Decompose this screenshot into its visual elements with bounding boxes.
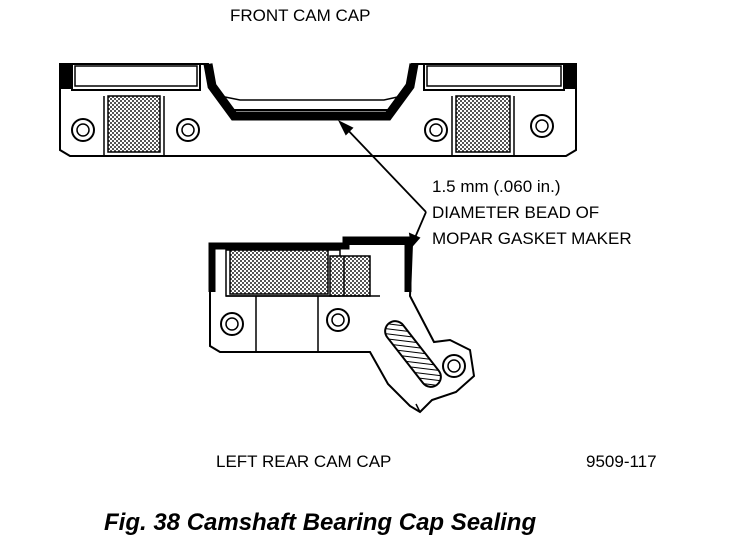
figure-caption: Fig. 38 Camshaft Bearing Cap Sealing [104, 509, 537, 536]
front-cap-left-pad [107, 95, 161, 153]
figure-id: 9509-117 [586, 452, 657, 471]
front-cam-cap-label: FRONT CAM CAP [230, 6, 371, 25]
left-rear-cam-cap-label: LEFT REAR CAM CAP [216, 452, 392, 471]
gasket-bead-callout: 1.5 mm (.060 in.) DIAMETER BEAD OF MOPAR… [432, 174, 632, 252]
rear-cap-hatched-slot [384, 320, 442, 388]
callout-line-3: MOPAR GASKET MAKER [432, 229, 632, 248]
front-cam-cap [59, 63, 577, 157]
callout-line-1: 1.5 mm (.060 in.) [432, 177, 561, 196]
callout-line-2: DIAMETER BEAD OF [432, 203, 600, 222]
front-cap-right-pad [455, 95, 511, 153]
left-rear-cam-cap [208, 236, 476, 414]
rear-cap-sealant-bead [208, 236, 412, 292]
rear-cap-stipple-pad [229, 249, 329, 295]
front-cap-sealant-bead [203, 63, 419, 121]
